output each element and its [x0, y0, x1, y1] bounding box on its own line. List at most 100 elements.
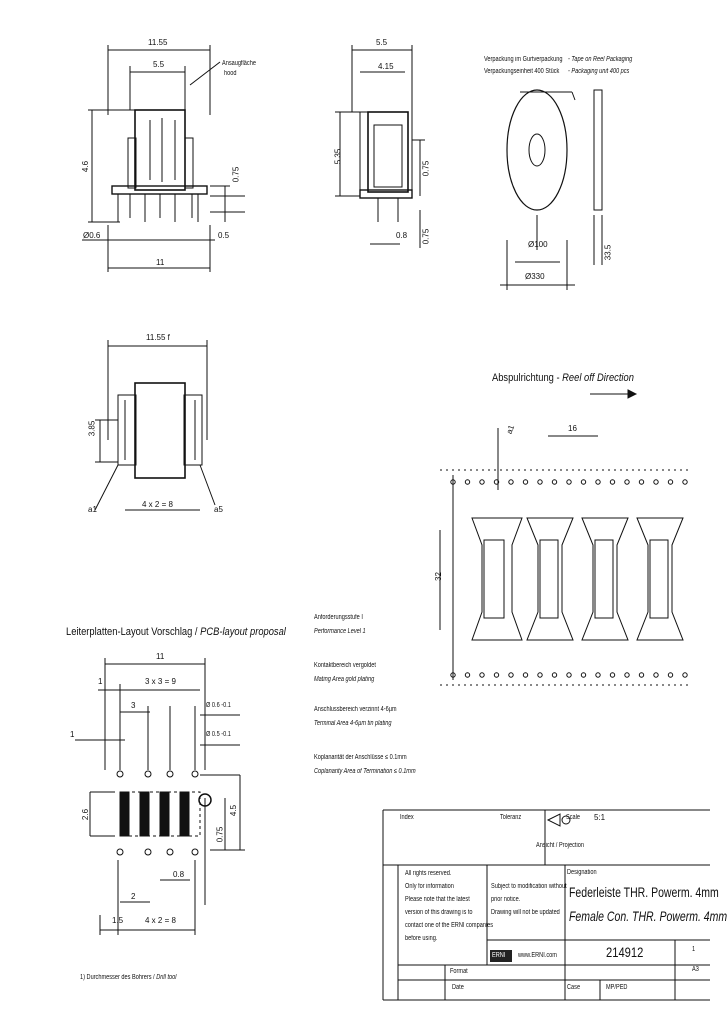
- dim-pcb-075: 0.75: [215, 826, 225, 843]
- rights-1: All rights reserved.: [405, 870, 452, 877]
- dim-pcb-bottom-pitch: 4 x 2 = 8: [145, 916, 176, 925]
- sprocket-hole: [566, 479, 572, 485]
- subject-3: Drawing will not be updated: [491, 909, 560, 916]
- dim-end-bottom: 0.75: [421, 228, 431, 245]
- note-4-de: Koplanarität der Anschlüsse ≤ 0.1mm: [314, 754, 407, 761]
- reel: [500, 89, 603, 290]
- suction-label-en: hood: [224, 70, 237, 77]
- sprocket-hole: [508, 479, 514, 485]
- label-top-a1: a1: [88, 505, 97, 514]
- tape-pocket-4: [636, 517, 684, 641]
- dim-end-width: 5.5: [376, 38, 388, 47]
- rights-3: Please note that the latest: [405, 896, 470, 903]
- title-en: Female Con. THR. Powerm. 4mm: [569, 908, 727, 924]
- sprocket-hole: [667, 672, 674, 678]
- sprocket-hole: [595, 672, 601, 678]
- dim-hole-small2: Ø 0.5 -0.1: [206, 731, 231, 738]
- date-label: Date: [452, 984, 464, 991]
- rights-4: version of this drawing is to: [405, 909, 473, 916]
- side-view: [82, 45, 245, 272]
- sprocket-hole: [508, 672, 514, 678]
- dim-reel-dia: Ø330: [525, 272, 545, 281]
- dim-overall-width: 11.55: [148, 38, 168, 47]
- dim-end-pin-offset: 0.75: [421, 160, 431, 177]
- sprocket-hole: [537, 672, 543, 678]
- sprocket-hole: [566, 672, 572, 678]
- sprocket-hole: [609, 479, 616, 485]
- note-3-de: Anschlussbereich verzinnt 4-6µm: [314, 706, 397, 713]
- sprocket-hole: [682, 672, 688, 678]
- sprocket-hole: [682, 479, 688, 485]
- sprocket-hole: [450, 672, 456, 678]
- subject-2: prior notice.: [491, 896, 521, 903]
- sprocket-hole: [522, 479, 529, 485]
- sprocket-hole: [653, 479, 659, 485]
- sprocket-hole: [609, 672, 616, 678]
- dim-hole-small: Ø 0.6 -0.1: [206, 702, 231, 709]
- erni-logo-icon: [490, 950, 512, 962]
- sprocket-hole: [624, 479, 630, 485]
- dim-pitch-offset: 5.5: [153, 60, 165, 69]
- dim-top-pitch: 4 x 2 = 8: [142, 500, 173, 509]
- pcb-holes: [116, 770, 212, 856]
- note-2-en: Mating Area gold plating: [314, 676, 375, 683]
- title-block-frame: [382, 809, 710, 1001]
- pcb-layout: [75, 658, 245, 935]
- sprocket-hole: [551, 479, 558, 485]
- sheet-number: 1: [692, 946, 696, 953]
- dim-reel-width: 33.5: [603, 244, 613, 261]
- dim-pcb-15: 1.5: [112, 916, 124, 925]
- dim-top-depth: 3.85: [87, 420, 97, 437]
- end-view: [335, 45, 425, 248]
- projection-symbol-icon: [546, 813, 571, 827]
- sprocket-hole: [464, 479, 471, 485]
- sprocket-hole: [638, 479, 645, 485]
- dim-span: 11: [156, 258, 165, 267]
- tape-pocket-1: [471, 517, 523, 641]
- pack-line1-en: - Tape on Reel Packaging: [568, 56, 633, 63]
- dim-end-inner: 4.15: [378, 62, 394, 71]
- sprocket-hole: [638, 672, 645, 678]
- note-2-de: Kontaktbereich vergoldet: [314, 662, 376, 669]
- sprocket-hole: [551, 672, 558, 678]
- sprocket-hole: [450, 479, 456, 485]
- designation-label: Designation: [567, 869, 597, 876]
- case-label: Case: [567, 984, 581, 991]
- note-3-en: Terminal Area 4-6µm tin plating: [314, 720, 392, 727]
- website: www.ERNI.com: [518, 952, 557, 959]
- scale-value: 5:1: [594, 813, 606, 822]
- dim-pin-dia: Ø0.6: [83, 231, 101, 240]
- part-number: 214912: [606, 944, 644, 960]
- dim-pin-gap: 0.5: [218, 231, 230, 240]
- sprocket-hole: [624, 672, 630, 678]
- sprocket-hole: [580, 479, 587, 485]
- note-1-de: Anforderungsstufe I: [314, 614, 363, 621]
- dim-pcb-pitch-total: 3 x 3 = 9: [145, 677, 176, 686]
- dim-top-width: 11.55 f: [146, 333, 170, 342]
- reel-off-title: Abspulrichtung - Reel off Direction: [492, 372, 634, 384]
- tape-view: [439, 389, 688, 686]
- dim-tape-pitch: 16: [568, 424, 577, 433]
- dim-pcb-1: 1: [70, 730, 75, 739]
- status: MP/PED: [606, 984, 628, 991]
- note-4-en: Coplanarity Area of Termination ≤ 0.1mm: [314, 768, 416, 775]
- dim-tape-width: 32: [433, 572, 443, 581]
- dim-pcb-08: 0.8: [173, 870, 185, 879]
- dim-pcb-2: 2: [131, 892, 136, 901]
- dim-pin-offset: 0.75: [231, 166, 241, 183]
- sprocket-hole: [595, 479, 601, 485]
- pack-line2-de: Verpackungseinheit 400 Stück: [484, 68, 560, 75]
- pack-line2-en: - Packaging unit 400 pcs: [568, 68, 630, 75]
- projection-label: Ansicht / Projection: [536, 842, 584, 849]
- sheet-size: A3: [692, 966, 699, 973]
- sprocket-hole: [493, 672, 500, 678]
- tape-sprocket-holes: [450, 479, 688, 678]
- erni-logo-text: ERNI: [492, 952, 506, 959]
- revision-label: Index: [400, 814, 414, 821]
- dim-pcb-offset: 1: [98, 677, 103, 686]
- rights-6: before using.: [405, 935, 438, 942]
- sprocket-hole: [479, 479, 485, 485]
- label-top-a5: a5: [214, 505, 223, 514]
- sprocket-hole: [493, 479, 500, 485]
